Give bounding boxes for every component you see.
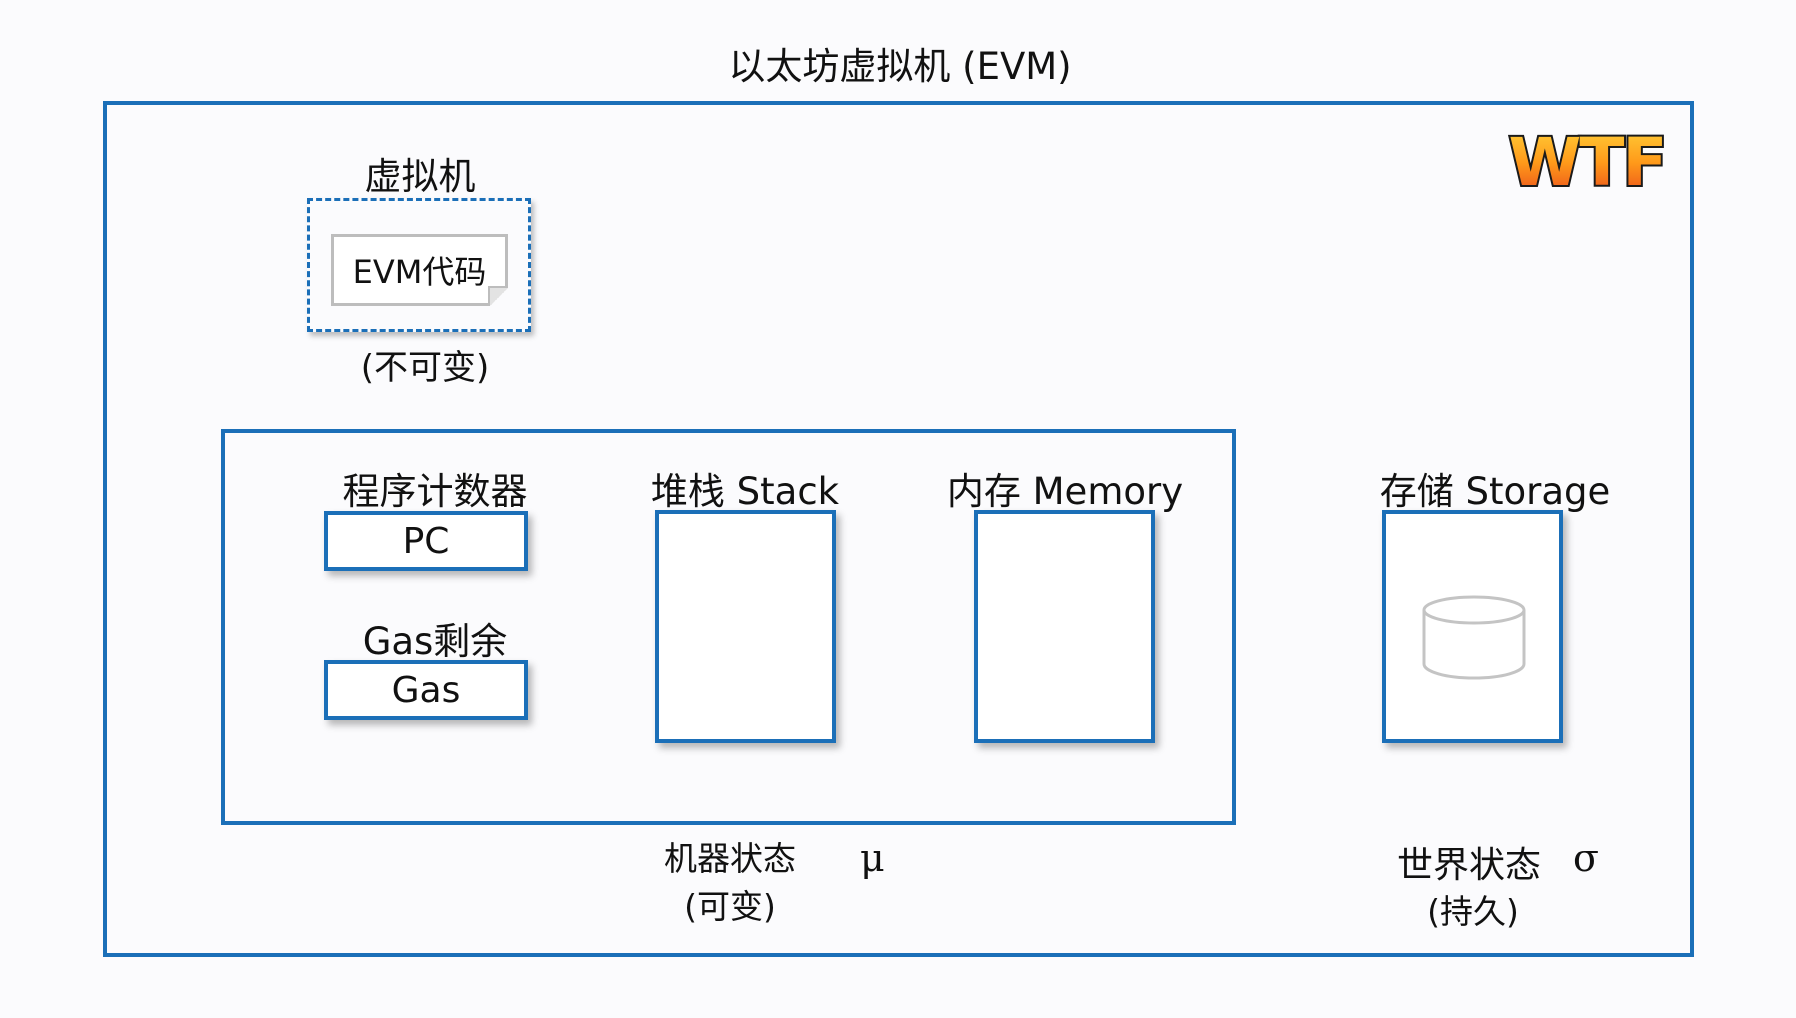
database-icon <box>1422 595 1526 680</box>
pc-label: PC <box>402 520 450 562</box>
memory-heading: 内存 Memory <box>946 470 1184 513</box>
machine-state-mutable-note: (可变) <box>684 887 776 926</box>
gas-label: Gas <box>391 669 461 711</box>
machine-state-symbol: μ <box>860 836 885 880</box>
memory-box <box>974 510 1155 743</box>
storage-box <box>1382 510 1563 743</box>
world-state-symbol: σ <box>1573 836 1599 880</box>
gas-box: Gas <box>324 660 528 720</box>
logo-text: WTF <box>1509 127 1666 195</box>
vm-immutable-note: (不可变) <box>360 348 490 388</box>
page-fold-icon <box>488 286 508 306</box>
evm-frame <box>103 101 1694 957</box>
pc-heading: 程序计数器 <box>342 470 528 513</box>
world-state-persistent-note: (持久) <box>1427 892 1519 931</box>
evm-code-label: EVM代码 <box>352 253 487 291</box>
stack-heading: 堆栈 Stack <box>650 470 840 513</box>
pc-box: PC <box>324 511 528 571</box>
stack-box <box>655 510 836 743</box>
wtf-logo: WTF <box>1507 127 1670 195</box>
vm-heading: 虚拟机 <box>364 155 476 198</box>
evm-code-document: EVM代码 <box>331 234 508 306</box>
machine-state-caption: 机器状态 <box>664 839 796 878</box>
machine-state-frame <box>221 429 1236 825</box>
storage-heading: 存储 Storage <box>1379 470 1611 513</box>
gas-heading: Gas剩余 <box>362 620 508 663</box>
world-state-caption: 世界状态 <box>1397 845 1542 886</box>
diagram-title: 以太坊虚拟机 (EVM) <box>728 45 1072 88</box>
